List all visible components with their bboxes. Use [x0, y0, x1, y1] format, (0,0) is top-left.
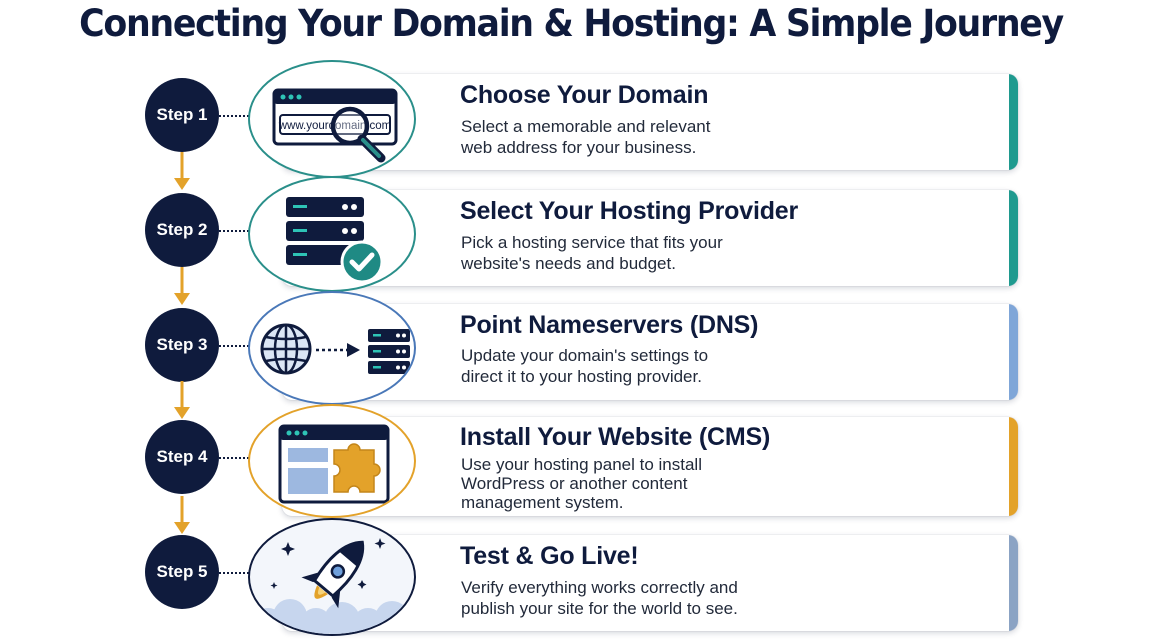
- step-5-accent: [1009, 535, 1018, 631]
- step-3-description: Update your domain's settings to direct …: [461, 346, 709, 386]
- step-1-badge: Step 1: [145, 78, 219, 152]
- step-5-badge: Step 5: [145, 535, 219, 609]
- step-1-connector: [219, 115, 253, 117]
- step-5-description: Verify everything works correctly and pu…: [461, 578, 738, 618]
- sparkle-icon: [270, 538, 386, 589]
- step-4-badge: Step 4: [145, 420, 219, 494]
- step-2-connector: [219, 230, 253, 232]
- puzzle-piece-icon: [333, 443, 381, 493]
- arrow-down-icon: [174, 152, 190, 190]
- step-3-accent: [1009, 304, 1018, 400]
- step-3-connector: [219, 345, 253, 347]
- step-5-title: Test & Go Live!: [460, 542, 639, 570]
- step-2-title: Select Your Hosting Provider: [460, 197, 799, 225]
- step-2-badge: Step 2: [145, 193, 219, 267]
- globe-icon: [260, 323, 312, 375]
- step-4-icon-frame: [248, 404, 416, 518]
- step-4-title: Install Your Website (CMS): [460, 423, 771, 451]
- step-4-connector: [219, 457, 253, 459]
- globe-to-server-icon: [260, 323, 410, 375]
- step-3-badge: Step 3: [145, 308, 219, 382]
- step-2-description: Pick a hosting service that fits your we…: [461, 233, 723, 273]
- arrow-down-icon: [174, 381, 190, 419]
- server-stack-icon: [368, 329, 410, 374]
- cloud-icon: [252, 599, 414, 634]
- rocket-launch-icon: [252, 538, 414, 634]
- step-1-description: Select a memorable and relevant web addr…: [461, 117, 711, 157]
- step-3-icon-frame: [248, 291, 416, 405]
- page-title: Connecting Your Domain & Hosting: A Simp…: [79, 2, 1064, 45]
- step-4-accent: [1009, 417, 1018, 516]
- step-2-accent: [1009, 190, 1018, 286]
- step-5-icon-frame: [248, 518, 416, 636]
- browser-puzzle-icon: [278, 424, 390, 504]
- step-3-title: Point Nameservers (DNS): [460, 311, 759, 339]
- server-check-icon: [286, 197, 384, 284]
- arrow-down-icon: [174, 496, 190, 534]
- step-4-description: Use your hosting panel to install WordPr…: [461, 455, 702, 512]
- step-5-connector: [219, 572, 253, 574]
- arrow-down-icon: [174, 267, 190, 305]
- step-1-title: Choose Your Domain: [460, 81, 709, 109]
- step-1-accent: [1009, 74, 1018, 170]
- step-2-icon-frame: [248, 176, 416, 292]
